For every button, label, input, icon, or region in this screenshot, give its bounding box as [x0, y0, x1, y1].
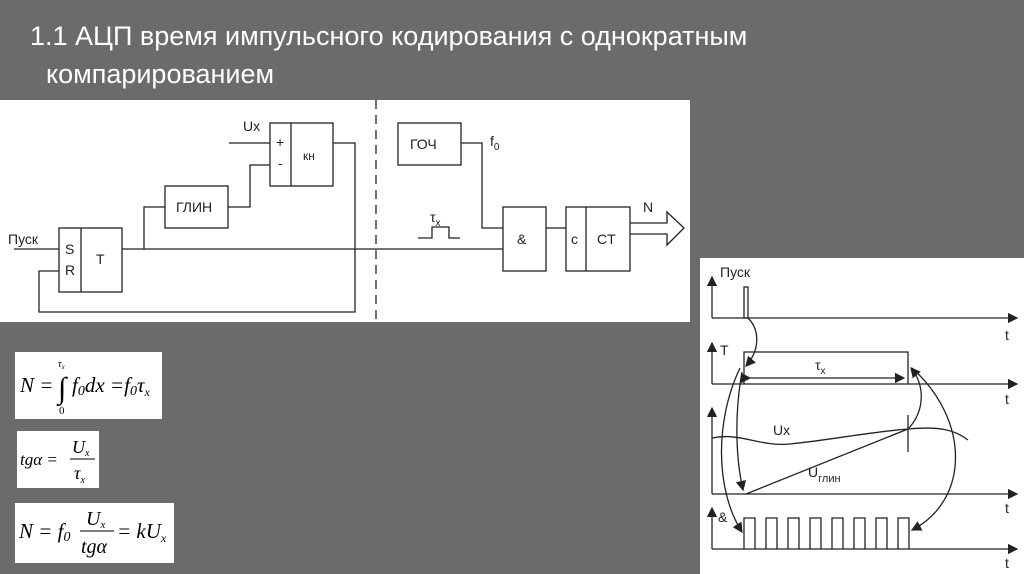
svg-text:Ux: Ux	[72, 437, 90, 459]
formula-result: N = f0 Ux tgα = kUx	[15, 503, 174, 563]
clock-pulse	[897, 517, 910, 549]
minus-label: -	[278, 155, 283, 171]
clock-pulse	[743, 517, 756, 549]
svg-text:tgα =: tgα =	[20, 450, 58, 469]
timing-ux-label: Ux	[773, 422, 790, 438]
timing-start-label: Пуск	[720, 264, 751, 280]
clock-generator-block	[397, 122, 462, 166]
clock-pulse	[809, 517, 822, 549]
ramp-line	[745, 428, 909, 495]
timing-diagram: Пуск t T τx t Ux Uглин t & t	[700, 258, 1024, 574]
output-label: N	[643, 199, 653, 215]
svg-text:= kUx: = kUx	[117, 519, 167, 545]
causal-arrow	[908, 366, 922, 429]
output-bus-arrow	[630, 210, 685, 247]
svg-text:τx: τx	[74, 463, 85, 486]
slide-title-line1: 1.1 АЦП время импульсного кодирования с …	[30, 21, 748, 51]
comparator-block	[269, 122, 334, 187]
svg-text:N = f0: N = f0	[18, 519, 71, 545]
reset-feedback-wire	[38, 142, 356, 313]
slide-title-line2: компарированием	[46, 59, 275, 89]
clock-generator-label: ГОЧ	[410, 136, 437, 152]
clock-pulse	[765, 517, 778, 549]
ux-curve	[711, 427, 969, 446]
s-input-label: S	[65, 241, 74, 257]
pulse-width-label: τx	[430, 209, 441, 229]
comparator-label: кн	[303, 149, 315, 163]
causal-arrow	[720, 367, 743, 534]
svg-text:Ux: Ux	[86, 508, 105, 531]
time-axis-label: t	[1005, 555, 1009, 571]
trigger-pulse	[743, 351, 909, 384]
svg-text:∫: ∫	[56, 372, 68, 407]
tau-label: τx	[815, 357, 826, 377]
clock-pulse	[787, 517, 800, 549]
counted-pulses	[743, 517, 910, 549]
input-voltage-label: Ux	[243, 118, 260, 134]
clock-pulse	[853, 517, 866, 549]
counter-label: CT	[597, 231, 616, 247]
svg-text:τx: τx	[58, 359, 66, 371]
start-input-label: Пуск	[8, 231, 39, 247]
causal-arrow	[745, 317, 758, 367]
timing-and-label: &	[718, 509, 728, 525]
counter-block	[565, 206, 631, 272]
ramp-generator-label: ГЛИН	[176, 199, 212, 215]
clock-pulse	[875, 517, 888, 549]
time-axis-label: t	[1005, 327, 1009, 343]
svg-text:0: 0	[59, 405, 65, 417]
trigger-label: T	[96, 251, 105, 267]
r-input-label: R	[65, 262, 75, 278]
time-axis-label: t	[1005, 391, 1009, 407]
formula-integral: N = ∫ τx 0 f0dx =f0τx	[15, 352, 162, 419]
block-diagram: Пуск S R T ГЛИН Ux + - кн ГОЧ f0 τx &	[0, 100, 690, 322]
pulse-symbol	[418, 226, 460, 239]
causal-arrow	[910, 367, 956, 531]
causal-arrow	[735, 371, 747, 492]
svg-text:N =: N =	[19, 373, 53, 397]
count-input-label: c	[571, 231, 578, 247]
svg-text:tgα: tgα	[81, 536, 108, 558]
start-pulse	[743, 286, 749, 319]
svg-text:f0dx =f0τx: f0dx =f0τx	[72, 373, 150, 399]
freq-label: f0	[490, 133, 500, 153]
ramp-label: Uглин	[808, 464, 841, 485]
and-gate-block	[502, 206, 547, 272]
plus-label: +	[276, 134, 284, 150]
formula-tangent: tgα = Ux τx	[17, 431, 99, 488]
trigger-block	[58, 227, 123, 293]
clock-pulse	[831, 517, 844, 549]
and-label: &	[517, 231, 527, 247]
timing-trigger-label: T	[720, 342, 729, 358]
time-axis-label: t	[1005, 500, 1009, 516]
